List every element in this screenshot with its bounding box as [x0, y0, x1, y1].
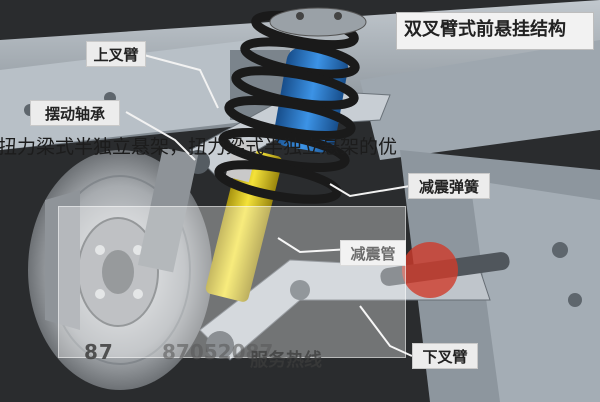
overlay-caption: 扭力梁式半独立悬架，扭力梁式半独立悬架的优: [0, 136, 398, 158]
watermark-phone-tail: 87052087: [162, 340, 274, 364]
label-swing-bearing: 摆动轴承: [30, 100, 120, 126]
watermark-phone: 87: [84, 340, 114, 364]
top-mount: [269, 7, 367, 37]
title-box: [396, 12, 594, 50]
label-lower-arm: 下叉臂: [412, 343, 478, 369]
pointer-lines: [125, 53, 413, 357]
watermark-box: [58, 206, 406, 358]
coil-spring: [214, 10, 360, 204]
stabilizer-link: [380, 242, 510, 298]
label-upper-arm: 上叉臂: [86, 41, 146, 67]
watermark-service: 服务热线: [250, 350, 322, 371]
page-title: 双叉臂式前悬挂结构: [404, 19, 566, 40]
brake-disc: [28, 147, 212, 390]
label-shock-absorber: 减震管: [340, 240, 406, 266]
label-shock-spring: 减震弹簧: [408, 173, 490, 199]
